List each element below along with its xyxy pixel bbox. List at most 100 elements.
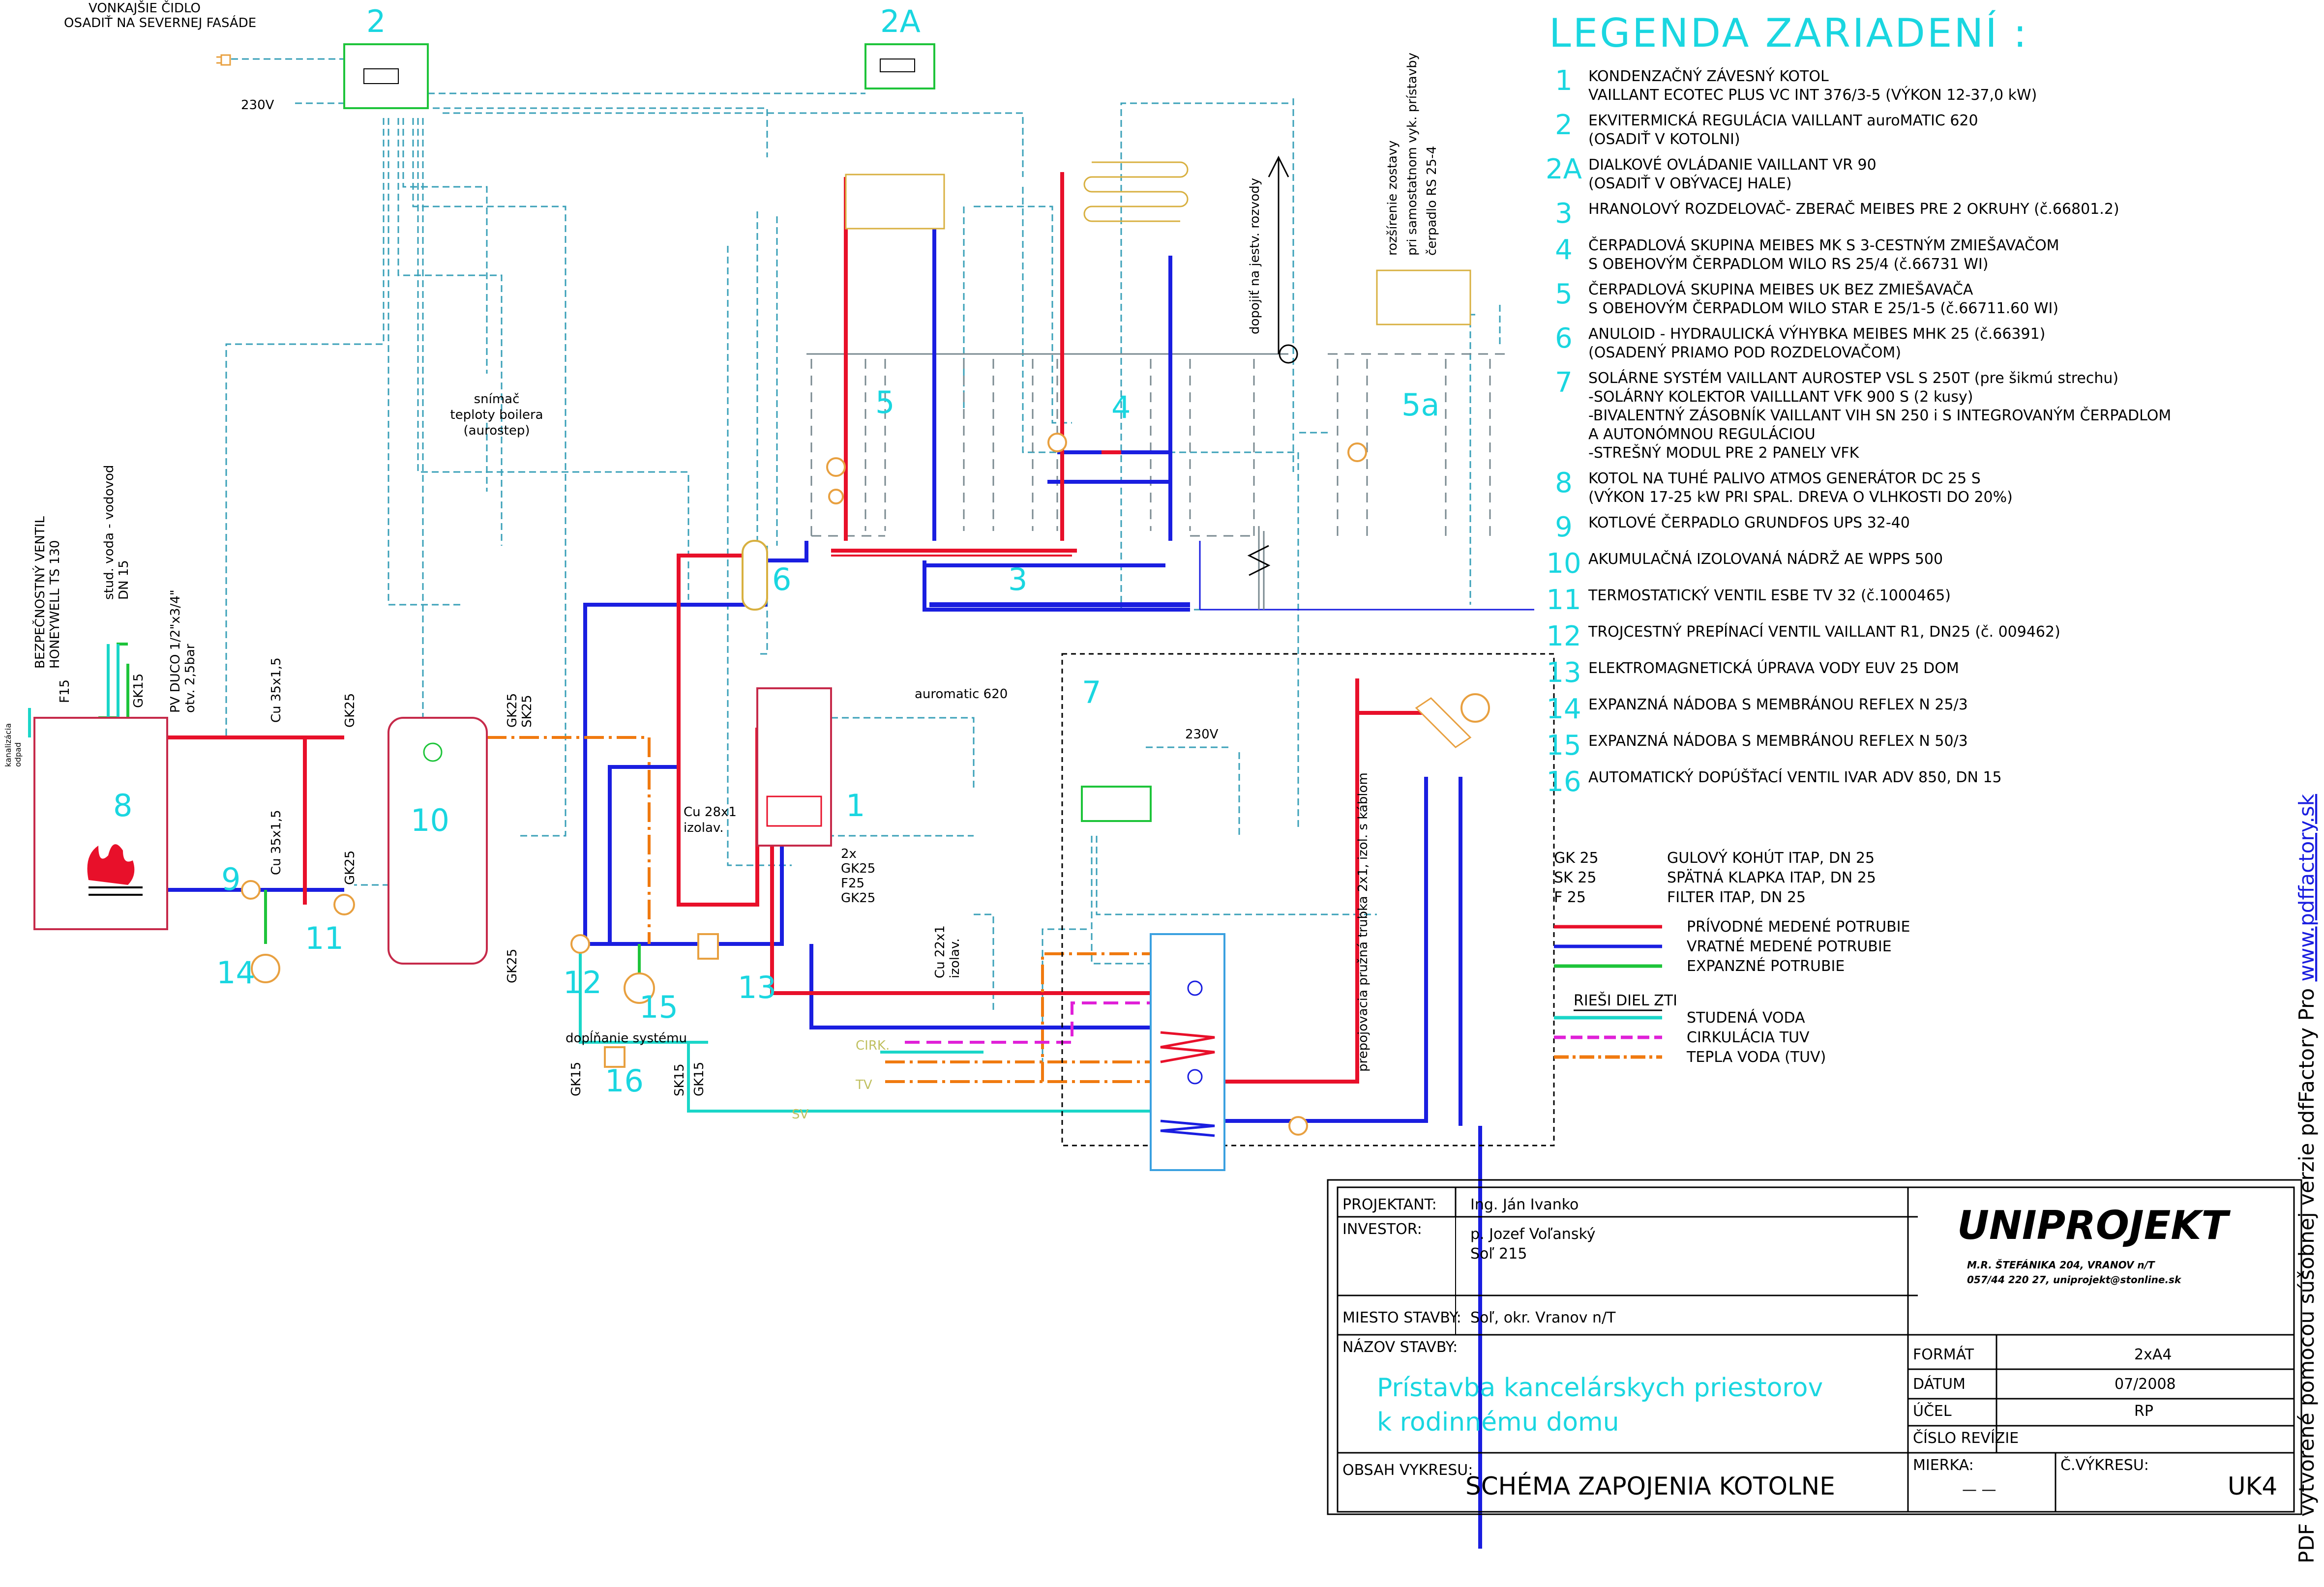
legend-item-line: DIALKOVÉ OVLÁDANIE VAILLANT VR 90 [1588, 156, 1877, 174]
legend-item-line: -STREŠNÝ MODUL PRE 2 PANELY VFK [1588, 443, 1860, 462]
legend-line-text: VRATNÉ MEDENÉ POTRUBIE [1687, 938, 1892, 955]
obsah-value: SCHÉMA ZAPOJENIA KOTOLNE [1465, 1471, 1835, 1500]
pump-9 [241, 880, 261, 900]
legend-item-number: 11 [1546, 584, 1581, 616]
legend-item-line: VAILLANT ECOTEC PLUS VC INT 376/3-5 (VÝK… [1588, 86, 2037, 104]
legend-item-number: 2 [1555, 109, 1573, 141]
gk25-label-4: GK25 [505, 949, 520, 983]
num-13: 13 [738, 970, 776, 1005]
thermostatic-valve-11 [333, 894, 355, 915]
legend-item-line: EXPANZNÁ NÁDOBA S MEMBRÁNOU REFLEX N 50/… [1588, 732, 1968, 750]
water-treatment-13 [697, 933, 719, 960]
company-addr-2: 057/44 220 27, uniprojekt@stonline.sk [1967, 1274, 2182, 1286]
voltage-label-2: 230V [1185, 727, 1219, 742]
sensor-label-3: (aurostep) [464, 423, 530, 438]
fitting-label-1: 2x [841, 847, 857, 861]
num-1: 1 [846, 788, 865, 823]
legend-item-number: 3 [1555, 198, 1573, 230]
abbrev-text: FILTER ITAP, DN 25 [1667, 889, 1806, 906]
gk25-label-2: GK25 [343, 851, 358, 885]
num-3: 3 [1008, 561, 1027, 597]
auromatic-label: auromatic 620 [915, 687, 1008, 702]
legend-item-number: 13 [1546, 657, 1581, 689]
expansion-note-2: pri samostatnom vyk. prístavby [1405, 53, 1420, 256]
legend-item-line: ELEKTROMAGNETICKÁ ÚPRAVA VODY EUV 25 DOM [1588, 659, 1959, 677]
legend-line-text: TEPLA VODA (TUV) [1686, 1049, 1826, 1066]
legend-item-line: AUTOMATICKÝ DOPÚŠŤACÍ VENTIL IVAR ADV 85… [1588, 768, 2002, 786]
legend-item-line: EKVITERMICKÁ REGULÁCIA VAILLANT auroMATI… [1588, 112, 1978, 129]
safety-valve-label-1: BEZPEČNOSTNÝ VENTIL [32, 516, 48, 669]
investor-value-1: p. Jozef Voľanský [1470, 1226, 1596, 1243]
expansion-note-1: rozšírenie zostavy [1385, 140, 1400, 256]
flex-pipe-label: prepojovacia pružná trubka 2x1, izol. s … [1356, 772, 1371, 1072]
outdoor-sensor [216, 54, 231, 66]
legend-line-text: PRÍVODNÉ MEDENÉ POTRUBIE [1687, 918, 1910, 936]
gk15-label-1: GK15 [131, 674, 146, 708]
num-6: 6 [772, 561, 791, 597]
num-8: 8 [113, 788, 132, 823]
nazov-label: NÁZOV STAVBY: [1342, 1338, 1458, 1356]
title-block [1327, 1179, 2302, 1515]
nazov-value-2: k rodinnému domu [1377, 1408, 1619, 1437]
sensor-label-1: snímač [474, 392, 520, 407]
num-2: 2 [366, 3, 386, 39]
cu35-label-2: Cu 35x1,5 [269, 810, 284, 875]
hydraulic-separator-6 [742, 540, 768, 611]
num-10: 10 [411, 802, 449, 838]
legend-item-line: AKUMULAČNÁ IZOLOVANÁ NÁDRŽ AE WPPS 500 [1588, 550, 1943, 568]
gk15-label-3: GK15 [692, 1062, 707, 1096]
num-12: 12 [563, 965, 602, 1000]
pv-label-1: PV DUCO 1/2"x3/4" [168, 589, 183, 713]
legend-item-number: 1 [1555, 65, 1573, 97]
fitting-label-2: GK25 [841, 861, 875, 876]
datum-value: 07/2008 [2115, 1376, 2176, 1393]
num-11: 11 [305, 920, 344, 956]
legend-item-number: 14 [1546, 693, 1581, 725]
watermark: PDF vytvorené pomocou súšobnej verzie pd… [2294, 794, 2319, 1563]
cu22-label-1: Cu 22x1 [933, 925, 948, 978]
cu28-label-2: izolav. [684, 821, 724, 835]
watermark-link[interactable]: www.pdffactory.sk [2294, 794, 2319, 981]
sensor-label-2: teploty boilera [450, 408, 543, 422]
revizia-label: ČÍSLO REVÍZIE [1913, 1429, 2019, 1447]
cold-water-label-2: DN 15 [117, 560, 131, 600]
company-addr-1: M.R. ŠTEFÁNIKA 204, VRANOV n/T [1967, 1259, 2155, 1271]
solar-zone-7 [1061, 653, 1555, 1171]
title-block-text: PROJEKTANT: Ing. Ján Ivanko INVESTOR: p.… [1342, 1196, 2277, 1500]
legend-item-number: 7 [1555, 367, 1573, 399]
f15-label: F15 [58, 679, 72, 703]
legend-item-line: ČERPADLOVÁ SKUPINA MEIBES MK S 3-CESTNÝM… [1588, 236, 2059, 254]
equipment-numbers: 1 2 2A 3 4 5 5a 6 7 8 9 10 11 12 13 14 1… [113, 3, 1439, 1099]
cu35-label-1: Cu 35x1,5 [269, 657, 284, 723]
radiators [845, 161, 1471, 325]
abbrev-text: SPÄTNÁ KLAPKA ITAP, DN 25 [1667, 869, 1876, 886]
sk25-label: SK25 [520, 695, 535, 728]
num-5: 5 [875, 384, 894, 420]
expansion-note-3: čerpadlo RS 25-4 [1425, 146, 1439, 256]
mierka-label: MIERKA: [1913, 1457, 1974, 1474]
outdoor-sensor-label-2: OSADIŤ NA SEVERNEJ FASÁDE [64, 15, 256, 30]
legend-title: LEGENDA ZARIADENÍ : [1549, 10, 2028, 56]
num-15: 15 [639, 989, 678, 1025]
drain-label-2: odpad [13, 742, 23, 767]
legend-item-line: S OBEHOVÝM ČERPADLOM WILO STAR E 25/1-5 … [1588, 299, 2058, 317]
gk15-label-2: GK15 [569, 1062, 584, 1096]
supply-pipes [167, 172, 1426, 1084]
watermark-text: PDF vytvorené pomocou súšobnej verzie pd… [2294, 981, 2319, 1563]
expansion-vessel-15 [624, 972, 655, 1004]
legend-item-line: EXPANZNÁ NÁDOBA S MEMBRÁNOU REFLEX N 25/… [1588, 696, 1968, 713]
fitting-label-4: GK25 [841, 891, 875, 906]
safety-valve-label-2: HONEYWELL TS 130 [48, 540, 62, 669]
pumps-and-vessels [241, 433, 1367, 1136]
num-4: 4 [1111, 389, 1131, 425]
nazov-value-1: Prístavba kancelárskych priestorov [1377, 1373, 1823, 1403]
expansion-vessel-14 [251, 954, 280, 983]
pv-label-2: otv. 2,5bar [183, 644, 198, 713]
num-16: 16 [605, 1063, 644, 1099]
projektant-label: PROJEKTANT: [1342, 1196, 1437, 1213]
legend-pipes: PRÍVODNÉ MEDENÉ POTRUBIE VRATNÉ MEDENÉ PO… [1554, 918, 1910, 975]
legend-item-number: 12 [1546, 620, 1581, 652]
cold-water-label-1: stud. voda - vodovod [102, 465, 117, 600]
